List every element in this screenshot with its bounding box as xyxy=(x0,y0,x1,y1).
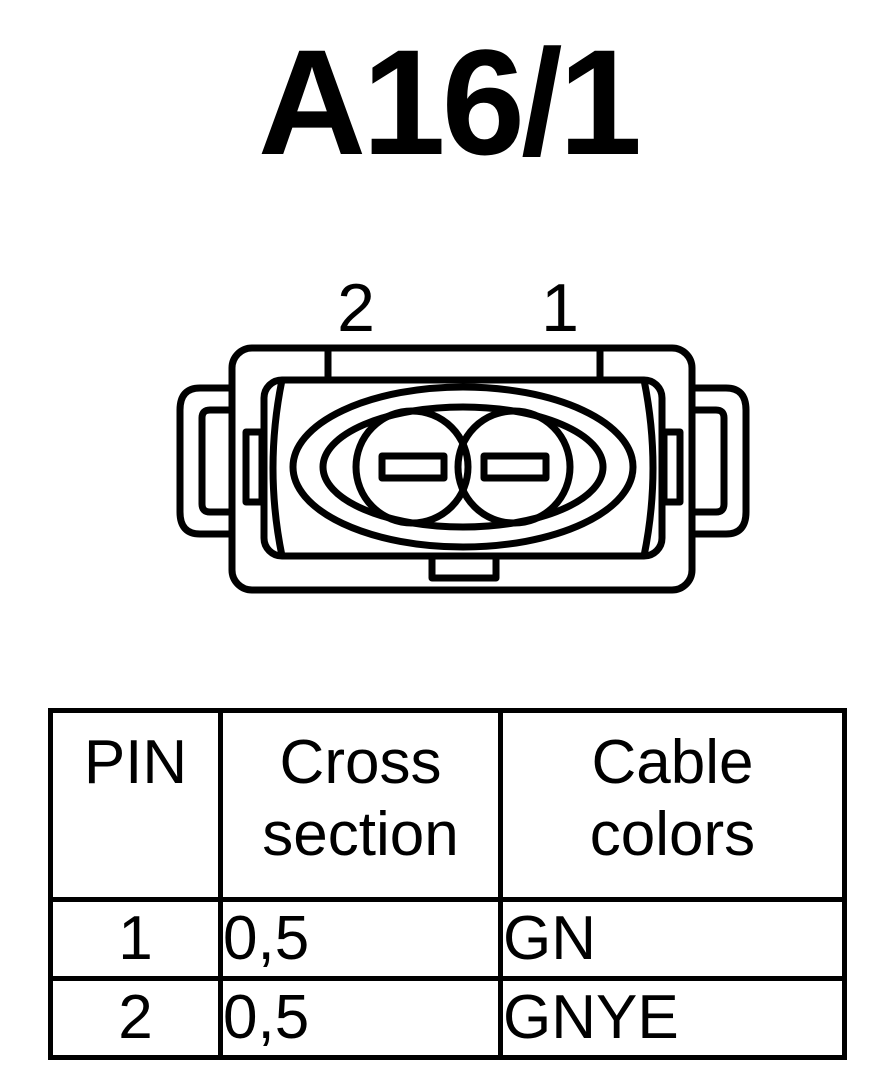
pin-table: PIN Cross section Cable colors 1 0,5 GN … xyxy=(48,708,847,1060)
header-cross-section-line2: section xyxy=(262,800,459,869)
pin-2-blade xyxy=(378,452,448,482)
row-1-cross-section: 0,5 xyxy=(218,897,503,981)
header-cable-colors-line2: colors xyxy=(589,800,756,869)
row-1-cable-color: GN xyxy=(498,897,847,981)
header-cable-colors: Cable colors xyxy=(498,708,847,902)
pin-1-circle xyxy=(454,407,574,527)
table-header-row: PIN Cross section Cable colors xyxy=(48,708,847,902)
table-row: 2 0,5 GNYE xyxy=(48,976,847,1060)
left-latch-inner xyxy=(198,406,232,516)
header-pin: PIN xyxy=(48,708,223,902)
outer-ellipse xyxy=(289,383,637,551)
connector-housing xyxy=(228,344,696,594)
top-key xyxy=(324,348,604,380)
pin-2-circle xyxy=(352,407,472,527)
row-1-pin: 1 xyxy=(48,897,223,981)
right-latch xyxy=(692,384,750,538)
bottom-tab xyxy=(428,552,500,582)
right-latch-inner xyxy=(692,406,728,516)
header-cross-section: Cross section xyxy=(218,708,503,902)
left-latch xyxy=(176,384,232,538)
header-cross-section-line1: Cross xyxy=(279,728,442,797)
row-2-pin: 2 xyxy=(48,976,223,1060)
header-cable-colors-line1: Cable xyxy=(591,728,754,797)
connector-drawing xyxy=(176,344,750,594)
row-2-cable-color: GNYE xyxy=(498,976,847,1060)
row-2-cross-section: 0,5 xyxy=(218,976,503,1060)
pin-label-1: 1 xyxy=(541,270,579,346)
pin-label-2: 2 xyxy=(337,270,375,346)
diagram-title: A16/1 xyxy=(257,18,642,186)
pin-1-blade xyxy=(480,452,550,482)
table-row: 1 0,5 GN xyxy=(48,897,847,981)
inner-ellipse xyxy=(319,403,607,531)
